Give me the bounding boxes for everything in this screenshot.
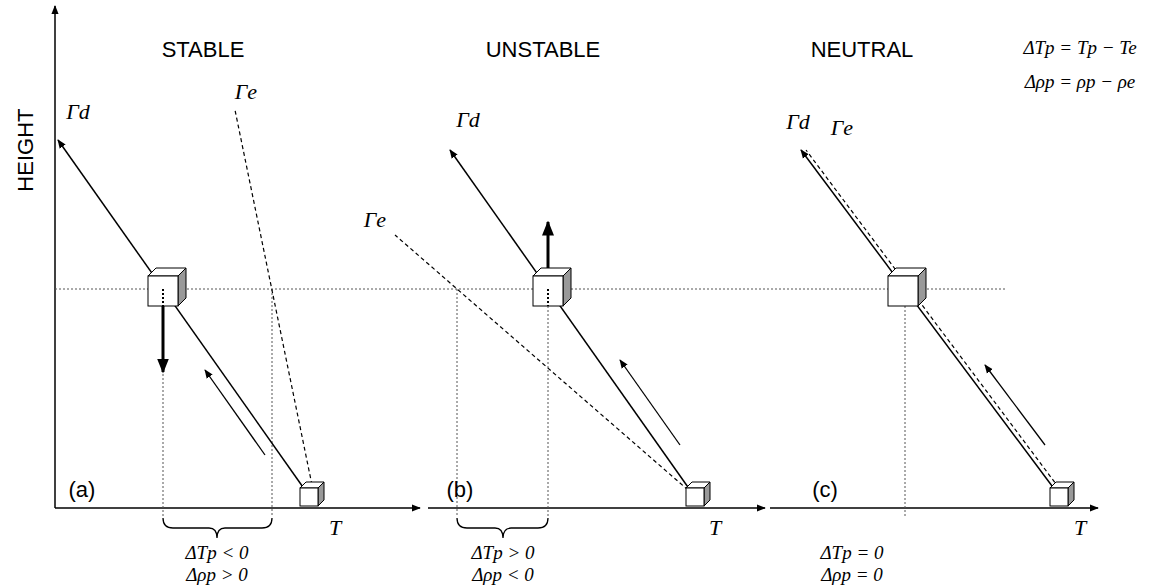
drop-line xyxy=(163,306,164,516)
panel-letter: (c) xyxy=(812,478,838,502)
lapse-rate-label: Γd xyxy=(786,110,810,134)
height-axis xyxy=(54,6,56,508)
lapse-rate-label: Γd xyxy=(456,108,480,132)
panel-letter: (b) xyxy=(447,478,474,502)
lapse-rate-label: Γd xyxy=(66,100,90,124)
air-parcel xyxy=(888,268,926,306)
environment-lapse xyxy=(395,235,688,490)
sinking-arrow xyxy=(162,306,165,372)
lapse-rate-label: Γe xyxy=(235,80,257,104)
air-parcel xyxy=(1050,482,1074,506)
ascent-arrow xyxy=(985,365,1045,445)
difference-label: Δρp > 0 xyxy=(186,565,248,586)
drop-line xyxy=(272,289,273,516)
drop-line xyxy=(162,289,164,306)
reference-height-line xyxy=(55,289,1005,290)
panel-title: STABLE xyxy=(162,38,245,62)
air-parcel xyxy=(148,268,186,306)
difference-label: ΔTp < 0 xyxy=(185,543,248,564)
air-parcel xyxy=(533,268,571,306)
difference-brace xyxy=(163,518,272,538)
panel-letter: (a) xyxy=(69,478,96,502)
dry-adiabat xyxy=(801,150,1055,490)
dry-adiabat xyxy=(450,150,690,490)
air-parcel xyxy=(686,482,710,506)
difference-brace xyxy=(457,518,548,538)
environment-lapse xyxy=(806,150,1059,488)
difference-label: ΔTp = 0 xyxy=(820,543,883,564)
axis-label: T xyxy=(709,516,721,540)
drop-line xyxy=(547,289,549,306)
air-parcel xyxy=(300,482,324,506)
axis-label: T xyxy=(329,516,341,540)
drop-line xyxy=(905,306,906,516)
lapse-rate-label: Γe xyxy=(364,208,386,232)
panel-title: UNSTABLE xyxy=(486,38,601,62)
difference-label: ΔTp > 0 xyxy=(471,543,534,564)
ascent-arrow xyxy=(205,370,265,455)
definition: Δρp = ρp − ρe xyxy=(1025,72,1136,93)
lapse-rate-label: Γe xyxy=(831,116,853,140)
rising-arrow xyxy=(547,222,550,268)
difference-label: Δρp = 0 xyxy=(821,565,883,586)
temperature-axis xyxy=(770,507,1098,509)
temperature-axis xyxy=(55,507,420,509)
panel-title: NEUTRAL xyxy=(811,38,914,62)
temperature-axis xyxy=(428,507,765,509)
difference-label: Δρp < 0 xyxy=(472,565,534,586)
axis-title: HEIGHT xyxy=(15,108,39,191)
ascent-arrow xyxy=(620,360,680,445)
dry-adiabat xyxy=(58,140,305,490)
definition: ΔTp = Tp − Te xyxy=(1023,38,1136,59)
drop-line xyxy=(548,306,549,516)
axis-label: T xyxy=(1074,516,1086,540)
